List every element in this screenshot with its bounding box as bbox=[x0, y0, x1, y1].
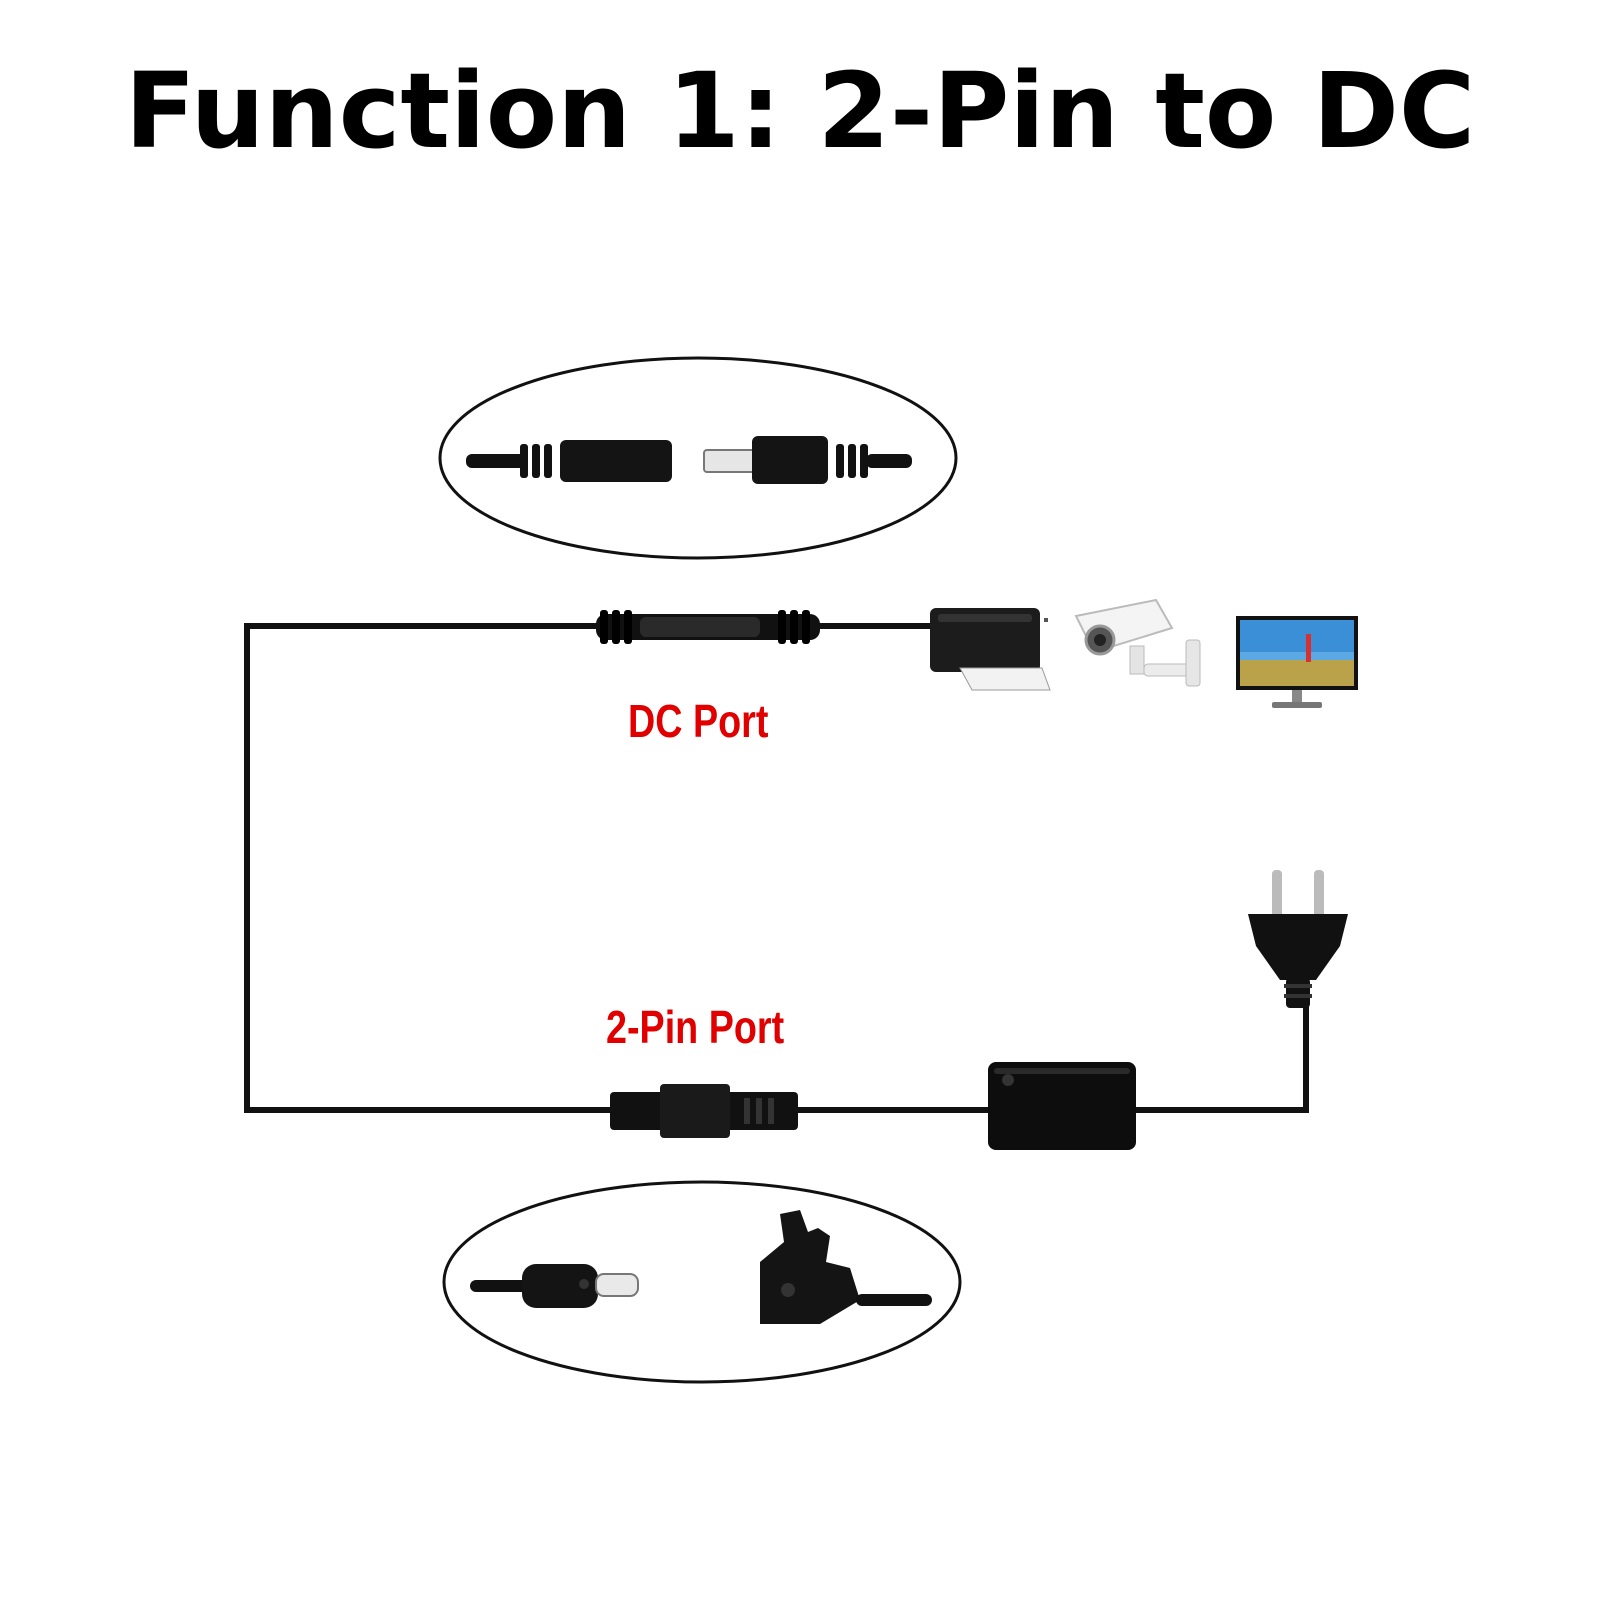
dc-female-connector bbox=[466, 440, 672, 482]
dc-inline-connector bbox=[596, 610, 820, 644]
page-title: Function 1: 2-Pin to DC bbox=[124, 50, 1476, 172]
dc-connector-detail bbox=[438, 356, 958, 560]
dc-male-connector bbox=[703, 436, 912, 484]
power-adapter-icon bbox=[988, 1062, 1136, 1150]
dc-port-label: DC Port bbox=[628, 695, 769, 747]
cable-loop bbox=[244, 623, 1309, 1113]
two-pin-inline-connector bbox=[610, 1084, 798, 1138]
printer-icon bbox=[930, 608, 1051, 691]
two-pin-female-connector bbox=[760, 1210, 932, 1324]
two-pin-male-connector bbox=[470, 1264, 639, 1308]
two-pin-connector-detail bbox=[442, 1180, 962, 1384]
two-pin-port-label: 2-Pin Port bbox=[606, 1001, 785, 1053]
eu-plug-icon bbox=[1248, 870, 1348, 1008]
security-camera-icon bbox=[1074, 598, 1201, 687]
monitor-icon bbox=[1236, 616, 1358, 708]
